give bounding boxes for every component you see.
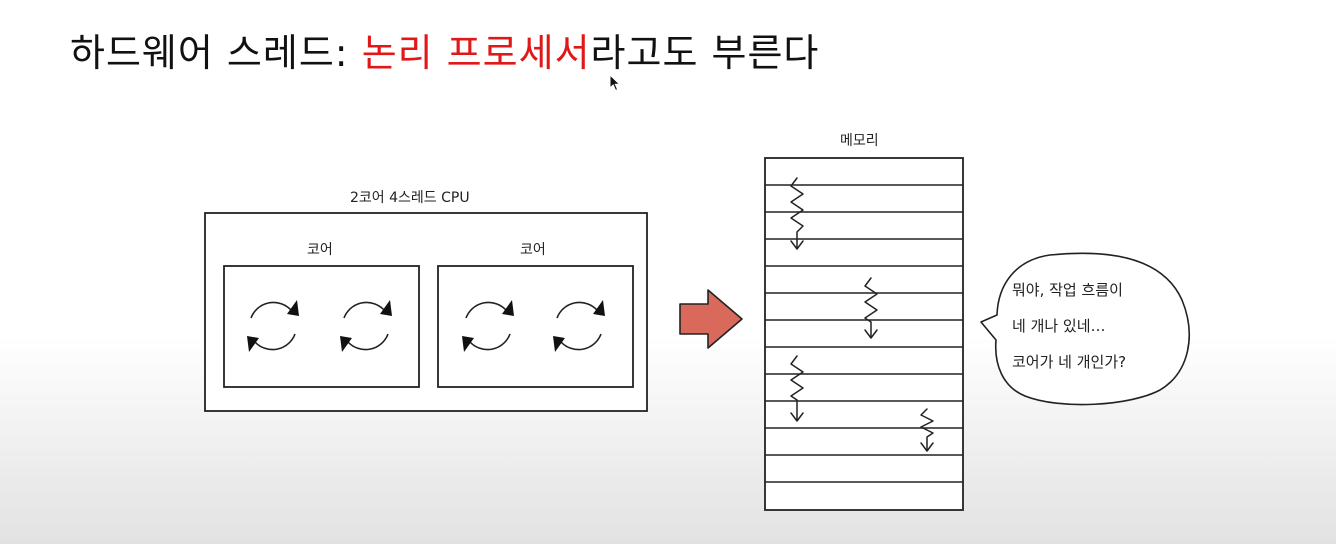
memory-block: [764, 157, 964, 511]
speech-bubble-line: 코어가 네 개인가?: [1012, 353, 1127, 371]
thread-cycle-icon: [247, 300, 299, 352]
speech-bubble: [980, 252, 1190, 406]
title-highlight: 논리 프로세서: [361, 31, 591, 75]
core-box-2: [437, 265, 634, 388]
execution-flow-arrow-icon: [790, 177, 804, 250]
core-label-2: 코어: [520, 242, 546, 258]
core-label-1: 코어: [307, 242, 333, 258]
speech-bubble-text: 뭐야, 작업 흐름이 네 개나 있네… 코어가 네 개인가?: [1012, 272, 1192, 380]
speech-bubble-line: 뭐야, 작업 흐름이: [1012, 281, 1123, 299]
execution-flow-arrow-icon: [864, 277, 878, 339]
cpu-label: 2코어 4스레드 CPU: [350, 190, 470, 206]
core-box-1: [223, 265, 420, 388]
title-suffix: 라고도 부른다: [590, 31, 820, 75]
thread-cycle-icon: [553, 300, 605, 352]
memory-label: 메모리: [840, 133, 879, 149]
mouse-cursor-icon: [609, 74, 621, 92]
slide-title: 하드웨어 스레드: 논리 프로세서라고도 부른다: [70, 22, 819, 77]
title-prefix: 하드웨어 스레드:: [70, 31, 362, 75]
execution-flow-arrow-icon: [790, 355, 804, 422]
right-arrow-icon: [679, 289, 743, 349]
execution-flow-arrow-icon: [920, 408, 934, 452]
speech-bubble-line: 네 개나 있네…: [1012, 317, 1106, 335]
thread-cycle-icon: [340, 300, 392, 352]
thread-cycle-icon: [462, 300, 514, 352]
